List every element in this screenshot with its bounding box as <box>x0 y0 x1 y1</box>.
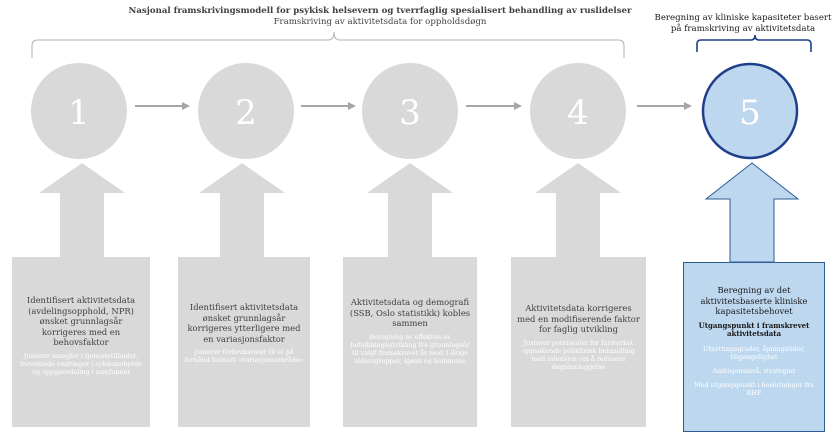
step-2-detail: Justerer forbruksrater til et på forhånd… <box>184 348 304 364</box>
arrow-4-to-5 <box>637 102 692 110</box>
model-title: Nasjonal framskrivingsmodell for psykisk… <box>128 6 632 16</box>
step-1-circle <box>31 63 127 159</box>
step-5-circle <box>701 62 799 160</box>
step-1-number: 1 <box>68 93 90 133</box>
step-3-number: 3 <box>399 93 421 133</box>
model-subtitle: Framskriving av aktivitetsdata for oppho… <box>273 17 487 27</box>
step-5-number: 5 <box>739 93 761 133</box>
step-5-heading: Beregning av det aktivitetsbaserte klini… <box>700 285 808 316</box>
step-2-circle <box>198 63 294 159</box>
step-5-box: Beregning av det aktivitetsbaserte klini… <box>683 262 825 432</box>
step-3-circle <box>362 63 458 159</box>
up-arrow-4 <box>535 163 621 257</box>
step-4-heading: Aktivitetsdata korrigeres med en modifis… <box>517 303 640 334</box>
step-5-detail-2: Ambisjonsnivå, strategier <box>712 366 796 375</box>
step-2-heading: Identifisert aktivitetsdata ønsket grunn… <box>187 302 301 344</box>
arrow-2-to-3 <box>301 102 356 110</box>
step-1-detail: Justerer mangler i tjenestetilbudet, for… <box>20 351 142 376</box>
arrow-1-to-2 <box>135 102 190 110</box>
step-3-detail: Beregning av effekten av befolkningsutvi… <box>350 332 470 365</box>
up-arrow-3 <box>367 163 453 257</box>
step-2-number: 2 <box>235 93 257 133</box>
step-4-circle <box>530 63 626 159</box>
blue-brace <box>696 34 812 52</box>
step-4-detail: Justerer potensialet for forsterket opps… <box>522 338 635 371</box>
step-2-box: Identifisert aktivitetsdata ønsket grunn… <box>178 257 310 427</box>
step-1-heading: Identifisert aktivitetsdata (avdelingsop… <box>26 295 136 347</box>
step-5-bold-text: Utgangspunkt i framskrevet aktivitetsdat… <box>698 320 810 338</box>
step-5-detail-1: Utnyttingsgrader, åpningstider, tilgjeng… <box>702 344 805 361</box>
up-arrow-5 <box>704 162 800 263</box>
arrow-3-to-4 <box>466 102 522 110</box>
step-4-number: 4 <box>567 93 589 133</box>
up-arrow-2 <box>199 163 285 257</box>
step-3-heading: Aktivitetsdata og demografi (SSB, Oslo s… <box>349 297 471 328</box>
step-1-box: Identifisert aktivitetsdata (avdelingsop… <box>12 257 150 427</box>
up-arrow-1 <box>39 163 125 257</box>
step-5-detail-3: Med utgangspunkt i beslutninger fra RHF <box>694 380 814 397</box>
step-4-box: Aktivitetsdata korrigeres med en modifis… <box>511 257 646 427</box>
step-3-box: Aktivitetsdata og demografi (SSB, Oslo s… <box>343 257 477 427</box>
capacity-title: Beregning av kliniske kapasiteter basert… <box>654 13 832 34</box>
grey-brace <box>31 31 625 58</box>
